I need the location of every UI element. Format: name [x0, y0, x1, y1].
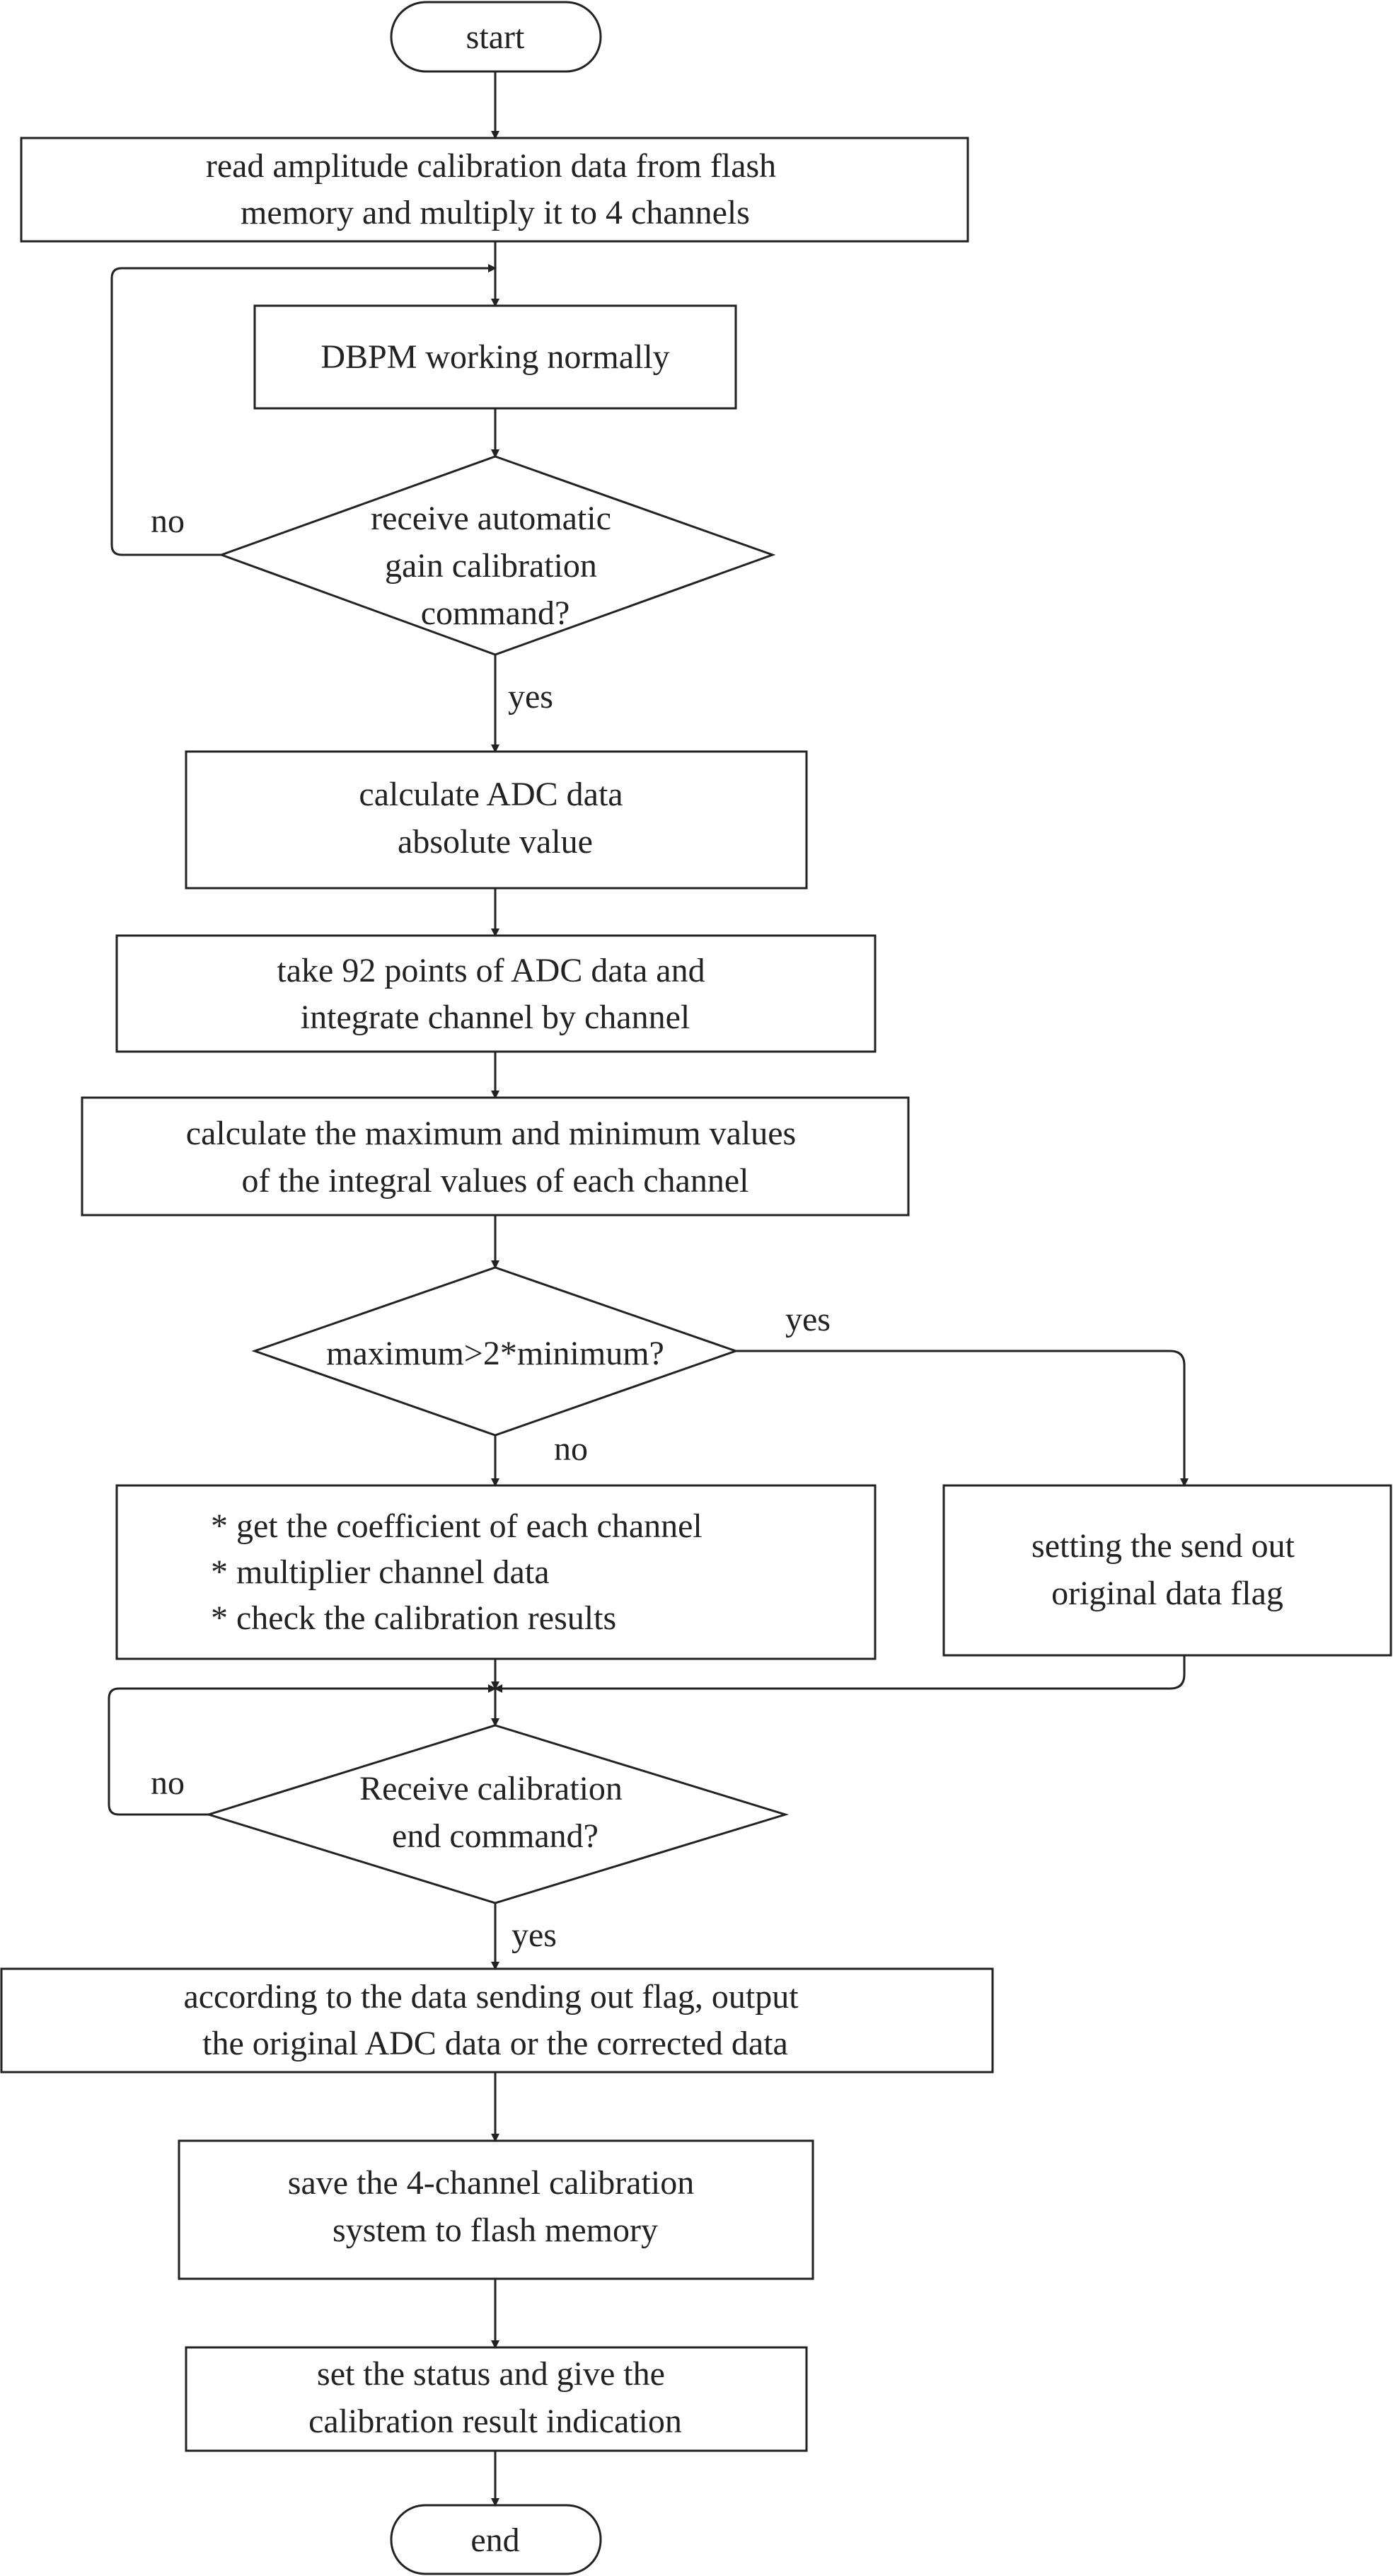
output-label: according to the data sending out flag, …	[183, 1978, 807, 2062]
save-box	[178, 2139, 814, 2280]
save-label: save the 4-channel calibration system to…	[288, 2164, 703, 2249]
loop-agc-no	[110, 264, 497, 556]
dbpm-label: DBPM working normally	[320, 338, 669, 376]
receive-end-decision	[204, 1724, 790, 1904]
agc-yes-label: yes	[508, 678, 553, 715]
status-box	[185, 2346, 808, 2452]
agc-no-label: no	[151, 502, 185, 540]
max-check-label: maximum>2*minimum?	[326, 1335, 664, 1372]
set-flag-label: setting the send out original data flag	[1031, 1527, 1303, 1612]
coeff-box	[115, 1484, 877, 1660]
loop-end-no	[108, 1684, 497, 1816]
read-flash-label: read amplitude calibration data from fla…	[206, 147, 785, 231]
status-label: set the status and give the calibration …	[308, 2355, 682, 2440]
start-label: start	[466, 18, 525, 56]
coeff-label: * get the coefficient of each channel * …	[211, 1507, 711, 1637]
max-no-label: no	[554, 1430, 588, 1468]
calc-abs-box	[185, 750, 808, 890]
end-no-label: no	[151, 1764, 185, 1802]
receive-end-label: Receive calibration end command?	[359, 1770, 631, 1855]
arrow-check-yes-to-flag	[736, 1350, 1189, 1487]
arrow-flag-to-merge	[494, 1655, 1186, 1693]
receive-agc-label: receive automatic gain calibration comma…	[371, 500, 620, 632]
end-label: end	[470, 2522, 519, 2559]
set-flag-box	[942, 1484, 1392, 1657]
output-box	[0, 1967, 994, 2074]
take-92-label: take 92 points of ADC data and integrate…	[277, 952, 713, 1036]
calc-abs-label: calculate ADC data absolute value	[359, 776, 631, 861]
calc-maxmin-label: calculate the maximum and minimum values…	[186, 1115, 804, 1200]
end-yes-label: yes	[511, 1916, 557, 1954]
max-yes-label: yes	[785, 1301, 831, 1338]
read-flash-box	[20, 137, 969, 243]
